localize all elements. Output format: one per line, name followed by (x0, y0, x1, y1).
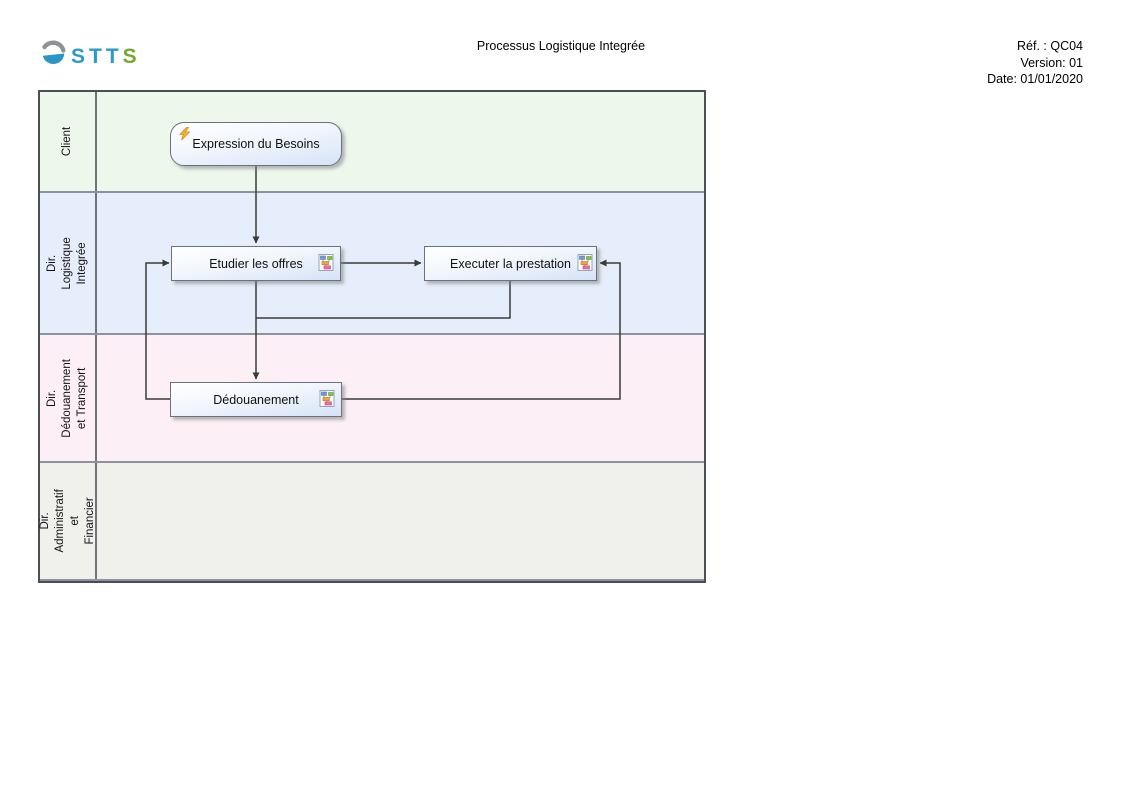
lane-dedouanement-header: Dir. Dédouanement et Transport (40, 335, 97, 461)
lane-logistique-header: Dir. Logistique Integrée (40, 193, 97, 333)
subprocess-icon (318, 253, 335, 274)
lane-client-header: Client (40, 92, 97, 191)
swimlane-diagram: Client Dir. Logistique Integrée Dir. Déd… (38, 90, 706, 583)
lightning-icon (178, 127, 191, 144)
node-executer-la-prestation[interactable]: Executer la prestation (424, 246, 597, 281)
node-dedouanement[interactable]: Dédouanement (170, 382, 342, 417)
lane-label-text: Dir. Dédouanement et Transport (46, 358, 88, 438)
doc-version: Version: 01 (1020, 55, 1083, 70)
subprocess-icon (319, 389, 336, 410)
node-label: Expression du Besoins (192, 137, 320, 151)
lane-label-text: Client (61, 126, 74, 157)
node-label: Dédouanement (213, 392, 299, 407)
logo-globe-icon (40, 40, 67, 72)
lane-label-text: Dir. Logistique Integrée (46, 236, 88, 290)
node-label: Executer la prestation (450, 256, 571, 271)
lane-administratif: Dir. Administratif et Financier (38, 463, 704, 581)
doc-date: Date: 01/01/2020 (987, 72, 1083, 86)
logo-text: STTS (71, 44, 141, 68)
lane-client: Client (40, 92, 704, 193)
doc-ref: Réf. : QC04 (1017, 39, 1083, 53)
lane-dedouanement: Dir. Dédouanement et Transport (40, 335, 704, 463)
company-logo: STTS (40, 40, 141, 72)
node-etudier-les-offres[interactable]: Etudier les offres (171, 246, 341, 281)
lane-administratif-header: Dir. Administratif et Financier (38, 463, 97, 579)
lane-label-text: Dir. Administratif et Financier (38, 489, 96, 553)
subprocess-icon (577, 253, 594, 274)
page-title: Processus Logistique Integrée (476, 39, 646, 53)
node-label: Etudier les offres (209, 256, 303, 271)
document-meta: Réf. : QC04 Version: 01 Date: 01/01/2020 (987, 38, 1083, 88)
lane-logistique: Dir. Logistique Integrée (40, 193, 704, 335)
node-expression-du-besoins[interactable]: Expression du Besoins (170, 122, 342, 166)
